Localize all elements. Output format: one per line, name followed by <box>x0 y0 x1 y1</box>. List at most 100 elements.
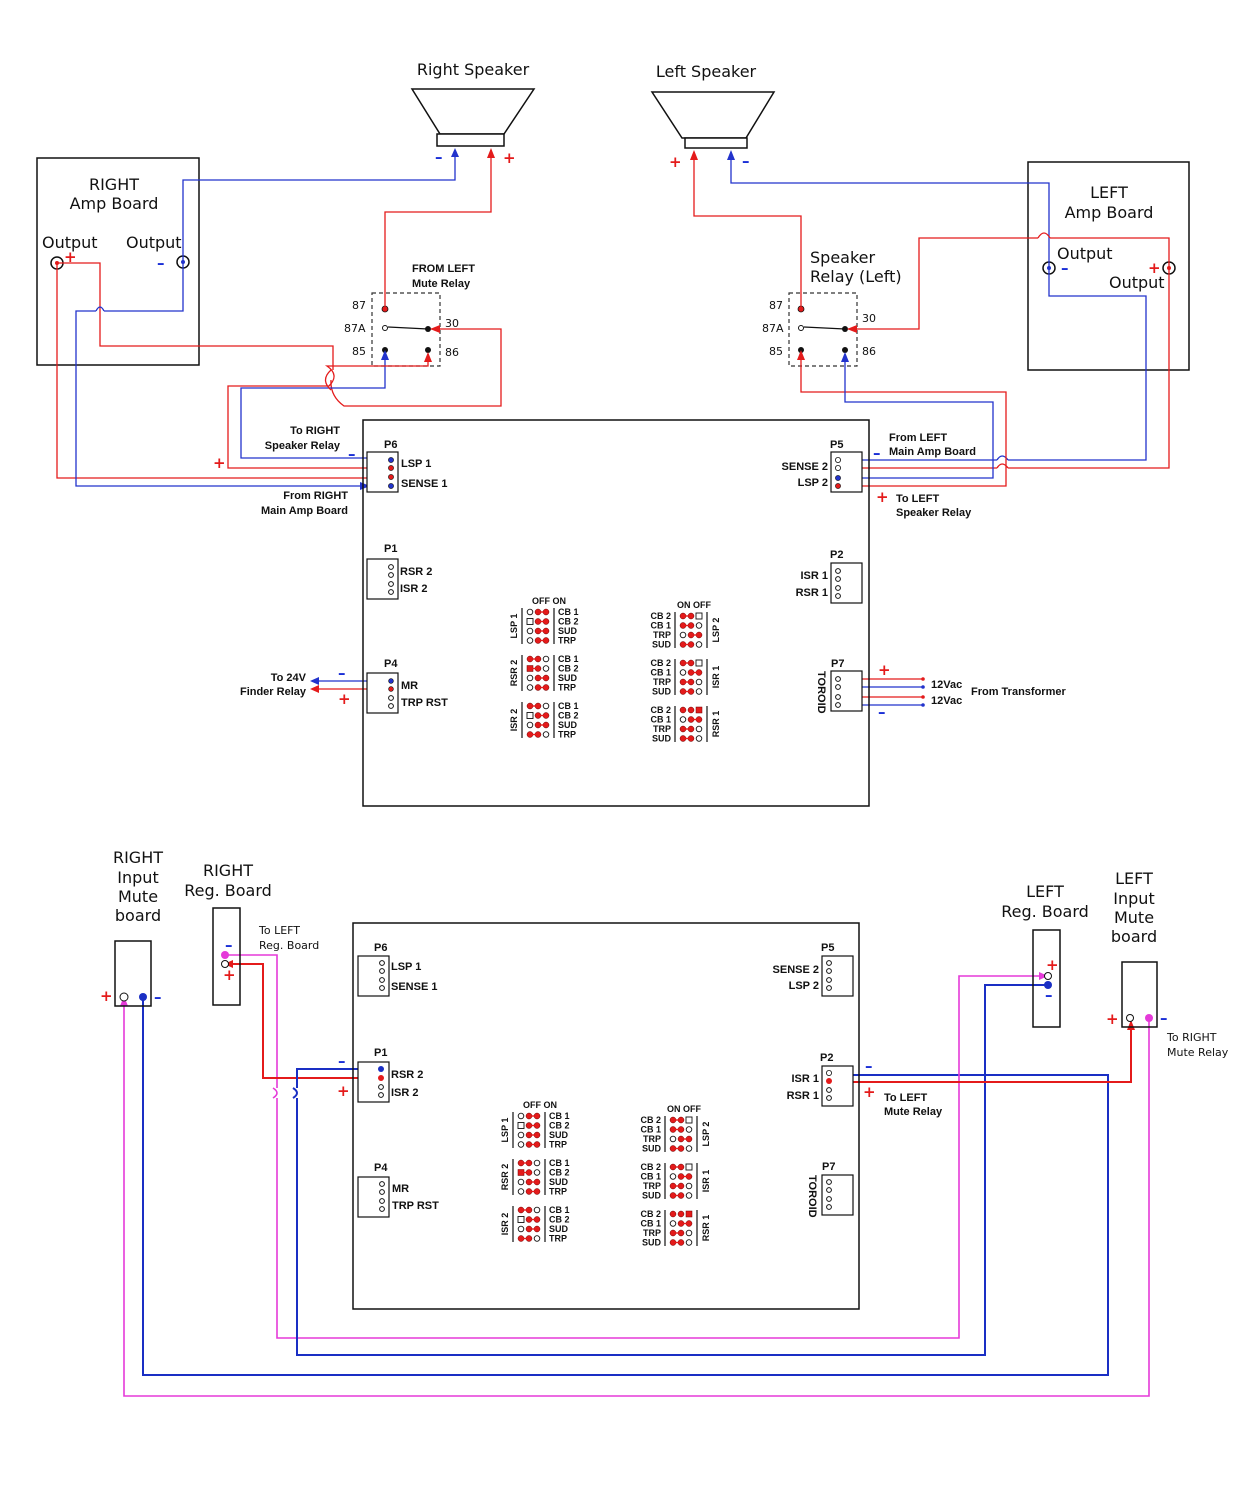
switch-dot <box>695 706 703 714</box>
switch-dot <box>526 618 534 625</box>
switch-label: LSP 1 <box>509 614 519 639</box>
svg-text:Amp Board: Amp Board <box>1065 203 1154 222</box>
switch-label: ISR 2 <box>500 1213 510 1236</box>
switch-label: CB 1 <box>640 1125 661 1135</box>
switch-dot <box>526 721 534 729</box>
switch-dot <box>677 1210 685 1218</box>
switch-dot <box>533 1159 541 1167</box>
svg-text:–: – <box>225 936 233 954</box>
svg-text:ISR 2: ISR 2 <box>400 583 428 595</box>
switch-label: ISR 1 <box>711 666 721 689</box>
svg-text:+: + <box>876 488 889 506</box>
switch-label: OFF ON <box>532 596 566 606</box>
switch-label: SUD <box>652 687 672 697</box>
switch-label: TRP <box>643 1228 661 1238</box>
switch-dot <box>542 702 550 710</box>
switch-label: ON OFF <box>667 1104 701 1114</box>
svg-text:87: 87 <box>769 299 783 312</box>
left-speaker-relay: 87 87A 85 30 86 Speaker Relay (Left) <box>762 248 902 367</box>
svg-text:+: + <box>213 454 226 472</box>
switch-dot <box>533 1206 541 1214</box>
switch-label: CB 2 <box>558 711 579 721</box>
svg-text:–: – <box>1061 259 1069 277</box>
svg-text:RIGHT: RIGHT <box>203 861 253 880</box>
switch-label: TRP <box>653 630 671 640</box>
svg-text:P5: P5 <box>830 439 843 451</box>
svg-text:MR: MR <box>401 680 418 692</box>
top-control-board: P6 LSP 1 SENSE 1 P5 SENSE 2 LSP 2 P1 RSR… <box>362 419 870 807</box>
switch-label: CB 2 <box>640 1162 661 1172</box>
left-reg-board: LEFT Reg. Board <box>1001 882 1089 1028</box>
switch-label: LSP 2 <box>711 618 721 643</box>
svg-text:+: + <box>1148 259 1161 277</box>
right-input-mute-board: RIGHT Input Mute board <box>113 848 163 1007</box>
svg-text:Mute Relay: Mute Relay <box>884 1106 943 1118</box>
svg-text:Speaker Relay: Speaker Relay <box>265 440 341 452</box>
svg-text:TRP RST: TRP RST <box>401 697 448 709</box>
switch-label: CB 2 <box>558 664 579 674</box>
switch-dot <box>533 1235 541 1242</box>
svg-text:30: 30 <box>862 312 876 325</box>
switch-label: SUD <box>558 673 578 683</box>
svg-text:–: – <box>338 664 346 682</box>
switch-label: SUD <box>549 1177 569 1187</box>
switch-label: RSR 2 <box>500 1164 510 1191</box>
svg-text:FROM LEFT: FROM LEFT <box>412 263 475 275</box>
switch-dot <box>679 631 687 639</box>
switch-dot <box>533 1169 541 1176</box>
svg-text:SENSE 2: SENSE 2 <box>773 964 819 976</box>
svg-text:P1: P1 <box>374 1047 387 1059</box>
svg-text:+: + <box>64 248 77 266</box>
svg-text:–: – <box>154 988 162 1006</box>
svg-text:Main Amp Board: Main Amp Board <box>889 446 976 458</box>
svg-text:From RIGHT: From RIGHT <box>283 490 348 502</box>
svg-text:Reg. Board: Reg. Board <box>1001 902 1089 921</box>
switch-dot <box>695 659 703 667</box>
left-speaker-label: Left Speaker <box>656 62 757 81</box>
svg-text:–: – <box>878 703 886 721</box>
switch-label: CB 2 <box>549 1121 570 1131</box>
switch-label: SUD <box>652 640 672 650</box>
switch-label: TRP <box>643 1134 661 1144</box>
svg-text:To LEFT: To LEFT <box>896 493 939 505</box>
switch-label: SUD <box>642 1191 662 1201</box>
svg-text:RIGHT: RIGHT <box>113 848 163 867</box>
switch-label: CB 1 <box>640 1219 661 1229</box>
switch-dot <box>669 1210 677 1218</box>
switch-label: TRP <box>558 683 576 693</box>
switch-dot <box>669 1173 677 1180</box>
switch-dot <box>685 1126 693 1133</box>
switch-label: LSP 1 <box>500 1118 510 1143</box>
svg-text:+: + <box>338 690 351 708</box>
switch-dot <box>695 612 703 620</box>
svg-text:To RIGHT: To RIGHT <box>1166 1031 1217 1044</box>
switch-label: TRP <box>653 724 671 734</box>
svg-text:–: – <box>157 254 165 272</box>
switch-label: CB 1 <box>650 621 671 631</box>
switch-dot <box>542 665 550 672</box>
switch-dot <box>685 1116 693 1124</box>
svg-text:To 24V: To 24V <box>271 672 307 684</box>
switch-dot <box>517 1112 525 1120</box>
switch-dot <box>517 1131 525 1139</box>
switch-label: SUD <box>642 1238 662 1248</box>
switch-label: CB 2 <box>549 1168 570 1178</box>
switch-dot <box>517 1225 525 1233</box>
svg-text:P4: P4 <box>384 658 398 670</box>
svg-text:TOROID: TOROID <box>806 1175 818 1218</box>
svg-text:+: + <box>1046 956 1059 974</box>
svg-text:SENSE 2: SENSE 2 <box>782 461 828 473</box>
switch-label: CB 2 <box>558 617 579 627</box>
switch-label: CB 2 <box>650 705 671 715</box>
bottom-wires <box>120 954 1150 1397</box>
switch-dot <box>669 1220 677 1227</box>
svg-text:Mute Relay: Mute Relay <box>412 278 471 290</box>
switch-label: ISR 2 <box>509 709 519 732</box>
svg-text:Output: Output <box>42 233 98 252</box>
switch-dot <box>526 637 534 644</box>
svg-text:To LEFT: To LEFT <box>884 1092 927 1104</box>
svg-text:12Vac: 12Vac <box>931 679 962 691</box>
